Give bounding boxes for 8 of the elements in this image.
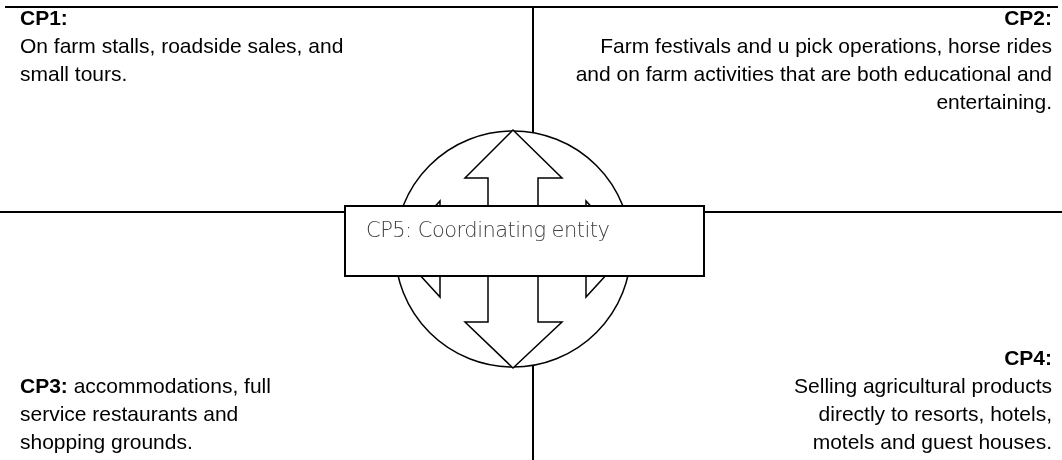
quadrant-text: On farm stalls, roadside sales, and small tours. (20, 33, 345, 87)
quadrant-text: Selling agricultural products directly to resorts, hotels, motels and guest houses. (793, 373, 1052, 455)
quadrant-heading: CP4: (1003, 345, 1052, 371)
quadrant-heading: CP1: (20, 5, 69, 31)
coordinating-box: CP5: Coordinating entity (344, 205, 705, 277)
quadrant-text: Farm festivals and u pick operations, horse rides and on farm activities that are both educational and entertaining. (574, 33, 1052, 115)
quadrant-heading: CP2: (1003, 5, 1052, 31)
quadrant-text: CP3: accommodations, full service restaurants and shopping grounds. (20, 373, 272, 455)
